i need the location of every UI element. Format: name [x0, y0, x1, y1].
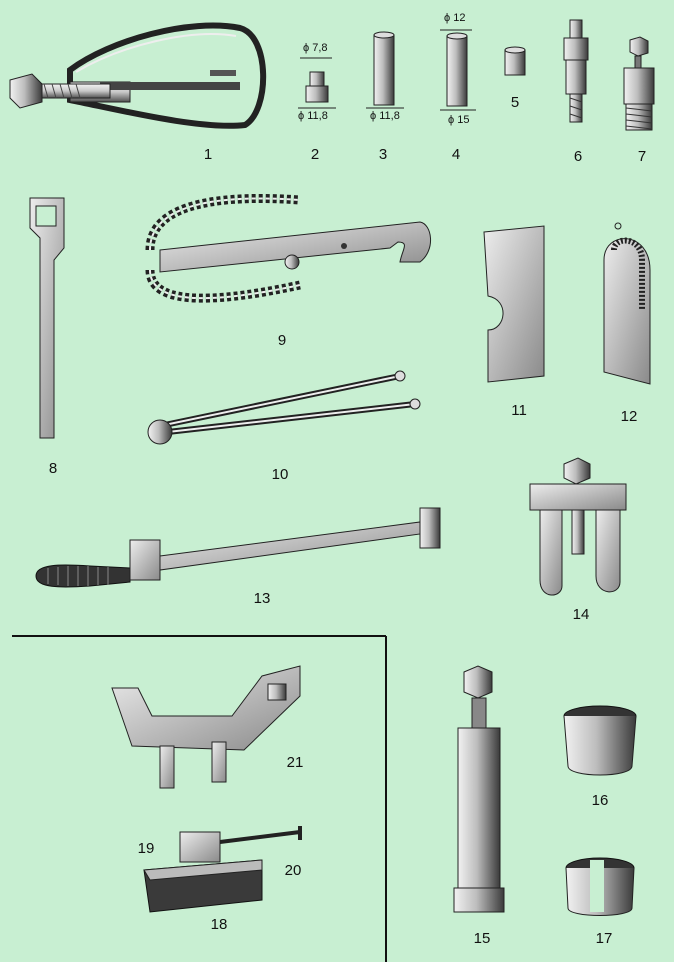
- tool-14-two-arm-puller: [529, 457, 627, 596]
- tool-8-flat-bar: [29, 197, 65, 439]
- tool-2-drift: [298, 57, 336, 109]
- label-17: 17: [595, 930, 613, 947]
- tool-1-puller: [9, 22, 267, 129]
- tool-5-sleeve: [504, 46, 526, 76]
- tool-9-chain-wrench: [145, 193, 431, 303]
- dim-2-top: ϕ 7,8: [303, 42, 328, 54]
- label-5: 5: [510, 94, 520, 111]
- tool-17-split-ring: [565, 857, 635, 916]
- label-3: 3: [378, 146, 388, 163]
- tool-6-extractor: [563, 19, 589, 123]
- dim-2-bottom: ϕ 11,8: [298, 110, 328, 122]
- label-19: 19: [137, 840, 155, 857]
- label-4: 4: [451, 146, 461, 163]
- label-13: 13: [253, 590, 271, 607]
- label-2: 2: [310, 146, 320, 163]
- label-20: 20: [284, 862, 302, 879]
- label-11: 11: [511, 402, 527, 419]
- sub-group-frame: [12, 635, 387, 962]
- tool-4-tube: [440, 29, 476, 111]
- label-18: 18: [210, 916, 228, 933]
- label-10: 10: [271, 466, 289, 483]
- tool-12-gear-block: [603, 222, 651, 385]
- dim-4-top: ϕ 12: [444, 12, 466, 24]
- label-6: 6: [573, 148, 583, 165]
- label-8: 8: [48, 460, 58, 477]
- dim-4-bottom: ϕ 15: [448, 114, 470, 126]
- dim-3-bottom: ϕ 11,8: [370, 110, 400, 122]
- label-14: 14: [572, 606, 590, 623]
- tool-11-plate: [483, 225, 545, 383]
- tool-16-ring: [563, 705, 637, 776]
- tool-18-19-20-fixture: [143, 826, 302, 913]
- tool-10-pin-wrench: [147, 370, 421, 445]
- tool-13-holding-bar: [35, 507, 441, 588]
- label-15: 15: [473, 930, 491, 947]
- label-9: 9: [277, 332, 287, 349]
- tool-3-tube: [366, 31, 404, 109]
- label-1: 1: [203, 146, 213, 163]
- label-12: 12: [620, 408, 638, 425]
- tool-15-press: [453, 665, 505, 913]
- tool-21-bracket: [111, 665, 301, 789]
- tool-7-puller: [623, 36, 655, 131]
- label-21: 21: [286, 754, 304, 771]
- label-16: 16: [591, 792, 609, 809]
- label-7: 7: [637, 148, 647, 165]
